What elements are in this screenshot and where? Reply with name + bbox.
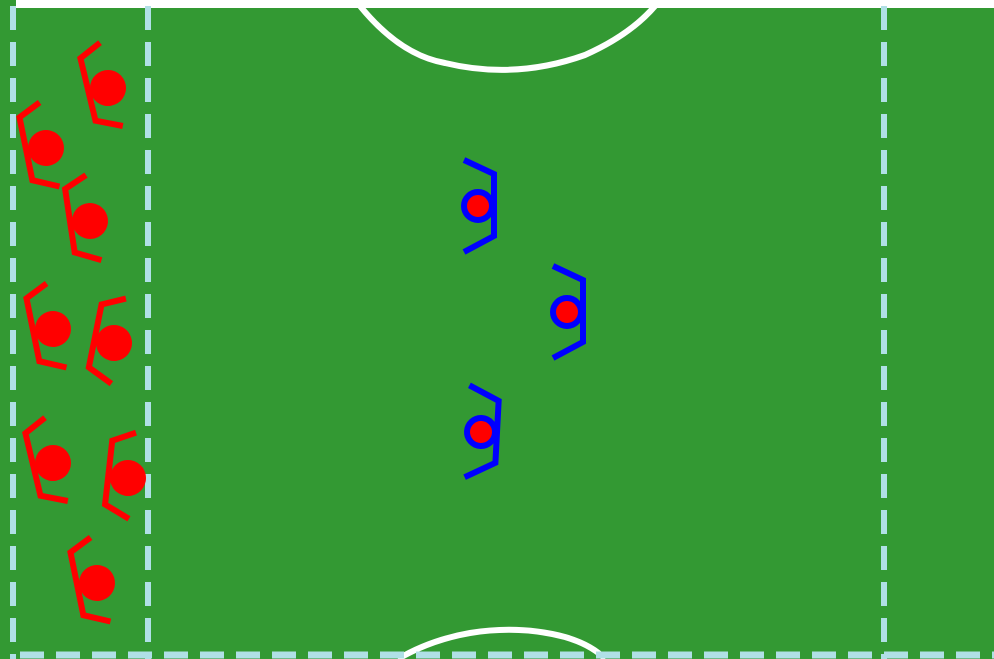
blue-player-dot (553, 298, 581, 326)
blue-player-dot (464, 192, 492, 220)
blue-player-dot (466, 417, 495, 446)
